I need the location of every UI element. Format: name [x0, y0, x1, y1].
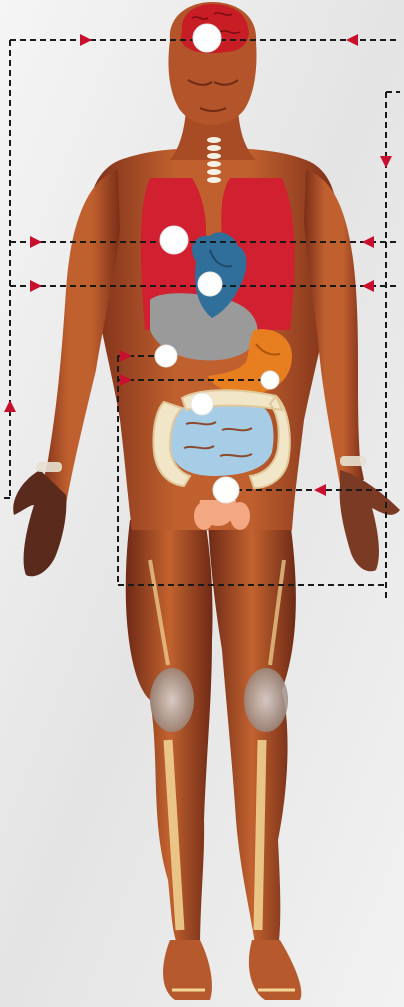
right-wrist-band	[340, 456, 366, 466]
right-pelvic-organ	[230, 502, 250, 530]
marker-head	[193, 24, 221, 52]
right-knee	[244, 668, 288, 732]
marker-heart	[198, 272, 222, 296]
left-pelvic-organ	[194, 502, 214, 530]
small-intestine	[168, 403, 274, 476]
marker-lungs	[160, 226, 188, 254]
marker-small-intestine	[191, 393, 213, 415]
marker-stomach	[261, 371, 279, 389]
marker-lower-abdomen	[213, 477, 239, 503]
right-shin-tendon	[258, 740, 262, 930]
marker-liver	[155, 345, 177, 367]
left-wrist-band	[36, 462, 62, 472]
left-knee	[150, 668, 194, 732]
